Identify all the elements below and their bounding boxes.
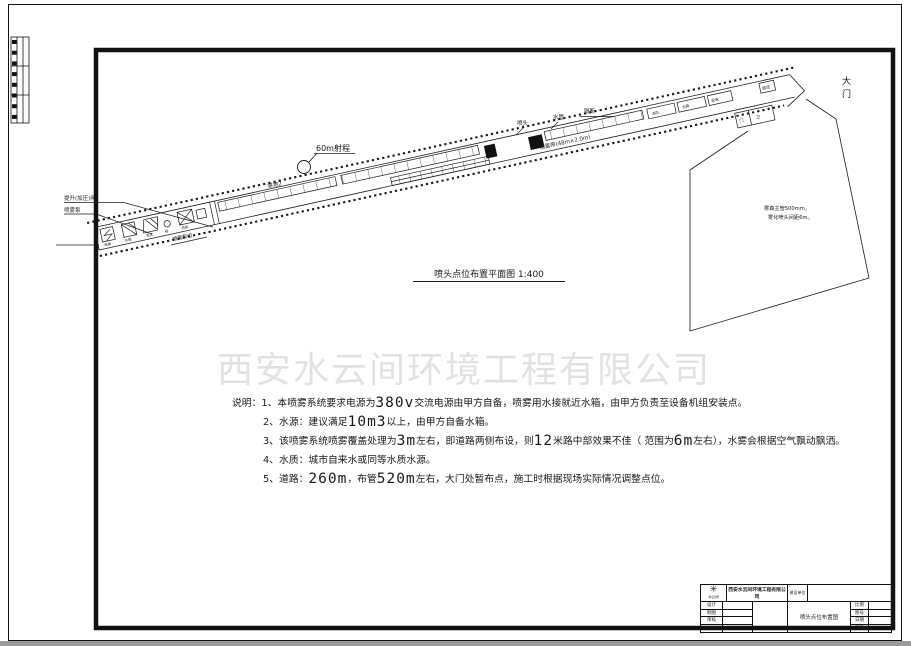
note-line: 5、道路：260m，布管520m左右，大门处暂布点，施工时根据现场实际情况调整点… [263, 471, 671, 487]
pump-group-callout: 喷雾泵组 [56, 232, 208, 246]
side-note-line: 雾森主管500mm， [764, 204, 810, 212]
gate-box-label: 值班 [761, 83, 770, 91]
right-cell-label: 消防 [651, 110, 659, 117]
callout-label: 水管 [553, 113, 565, 121]
tb-row-value [723, 617, 753, 625]
tb-right-value [869, 602, 891, 610]
duty-room-char: 卫 [756, 114, 761, 120]
cell-label: 阀 [164, 228, 169, 234]
cell-label: 电箱 [104, 241, 112, 247]
site-boundary [689, 98, 870, 332]
mid-callouts: 喷头 水管 隔断 [515, 107, 614, 136]
right-cell-label: 水箱 [682, 103, 690, 110]
range-callout: 60m射程 [297, 143, 355, 174]
margin-strip [10, 36, 30, 124]
tb-row-label: 制图 [701, 609, 723, 617]
gate-label: 大门 [841, 77, 851, 100]
cell-label: 机组 [181, 224, 189, 230]
range-label: 60m射程 [316, 143, 350, 153]
callout-label: 喷头 [517, 119, 529, 127]
build-unit-label: 建设单位 [788, 585, 808, 602]
tb-row-value [723, 609, 753, 617]
tb-right-label: 比例 [851, 602, 869, 610]
tb-row-label: 项目负责 [701, 624, 723, 632]
tb-row-value [723, 624, 753, 632]
build-unit-value [808, 585, 891, 602]
cell-label: 泵房 [146, 232, 154, 238]
note-line: 2、水源：建议满足10m3以上，由甲方自备水箱。 [263, 414, 495, 430]
tb-right-label: 日期 [851, 617, 869, 625]
tb-row-label: 审核 [701, 617, 723, 625]
title-block: ✳ 水云间 西安水云间环境工程有限公司 建设单位 设计 制图 审核 项目负责 喷… [700, 584, 892, 633]
drawing-name: 喷头点位布置图 [788, 602, 851, 632]
callout-label: 提升(加压)闸 [64, 194, 96, 202]
tb-right-value [869, 617, 891, 625]
callout-label: 喷雾泵 [64, 206, 81, 214]
left-callouts: 提升(加压)闸 喷雾泵 [64, 194, 214, 235]
tb-right-label: 图号 [851, 609, 869, 617]
tb-mid-cell [753, 602, 788, 632]
side-note: 雾森主管500mm， 雾化喷头间距6m。 [764, 204, 813, 221]
cell-label: 水箱 [124, 236, 132, 242]
drawing-frame [93, 47, 896, 631]
road-band: 电箱 水箱 泵房 阀 机组 喷雾带(48m [86, 66, 806, 259]
page-border [8, 4, 902, 641]
tb-right-value [869, 610, 891, 617]
notes-block: 说明：1、本喷雾系统要求电源为380v交流电源由甲方自备，喷雾用水接就近水箱，由… [232, 394, 872, 489]
note-line: 说明：1、本喷雾系统要求电源为380v交流电源由甲方自备，喷雾用水接就近水箱，由… [232, 395, 748, 411]
company-name: 西安水云间环境工程有限公司 [727, 585, 788, 602]
fog-cannon-label: 雾炮2 [267, 179, 283, 190]
left-cell-labels: 电箱 水箱 泵房 阀 机组 [104, 224, 189, 247]
company-watermark: 西安水云间环境工程有限公司 [217, 350, 712, 391]
logo-cell: ✳ 水云间 [701, 585, 727, 602]
callout-label: 隔断 [584, 107, 596, 115]
note-line: 3、该喷雾系统喷雾覆盖处理为3m左右，即道路两侧布设，则12米路中部效果不佳（ … [263, 433, 846, 449]
tb-right-label: 页次 [851, 624, 869, 632]
window-bottom-bar [0, 641, 911, 646]
tb-row-label: 设计 [701, 602, 723, 610]
logo-icon: ✳ [709, 585, 718, 595]
right-cell-label: 配电 [711, 96, 719, 103]
plan-title: 喷头点位布置平面图 1:400 [413, 267, 565, 282]
side-note-line: 雾化喷头间距6m。 [768, 213, 813, 221]
tb-right-value [869, 625, 891, 633]
duty-room-char: 门 [739, 117, 745, 125]
pump-group-label: 喷雾泵组 [172, 232, 193, 243]
tb-row-value [723, 602, 753, 610]
logo-text: 水云间 [708, 595, 719, 599]
note-line: 4、水质：城市自来水或同等水质水源。 [263, 455, 436, 466]
